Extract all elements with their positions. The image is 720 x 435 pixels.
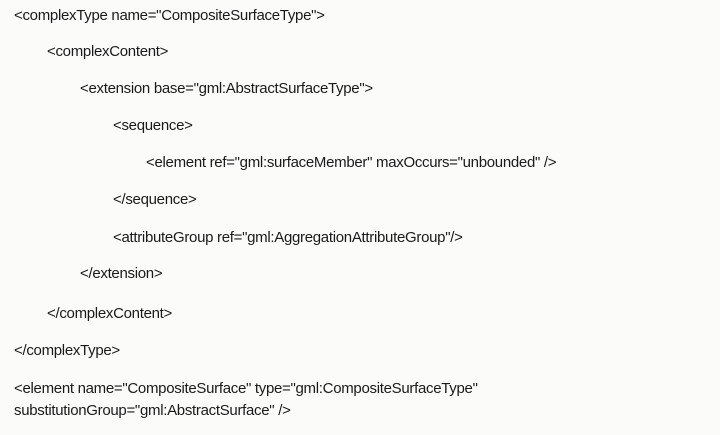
code-line: <element name="CompositeSurface" type="g… [14, 380, 478, 397]
code-line: </complexContent> [47, 305, 172, 322]
code-line: substitutionGroup="gml:AbstractSurface" … [14, 402, 291, 419]
code-line: <sequence> [113, 117, 193, 134]
code-line: </complexType> [14, 342, 120, 359]
code-line: <complexContent> [47, 43, 169, 60]
code-line: <element ref="gml:surfaceMember" maxOccu… [146, 154, 557, 171]
code-line: </sequence> [113, 191, 197, 208]
code-line: <extension base="gml:AbstractSurfaceType… [80, 80, 373, 97]
code-line: <attributeGroup ref="gml:AggregationAttr… [113, 229, 463, 246]
code-line: <complexType name="CompositeSurfaceType"… [14, 7, 325, 24]
code-line: </extension> [80, 265, 163, 282]
